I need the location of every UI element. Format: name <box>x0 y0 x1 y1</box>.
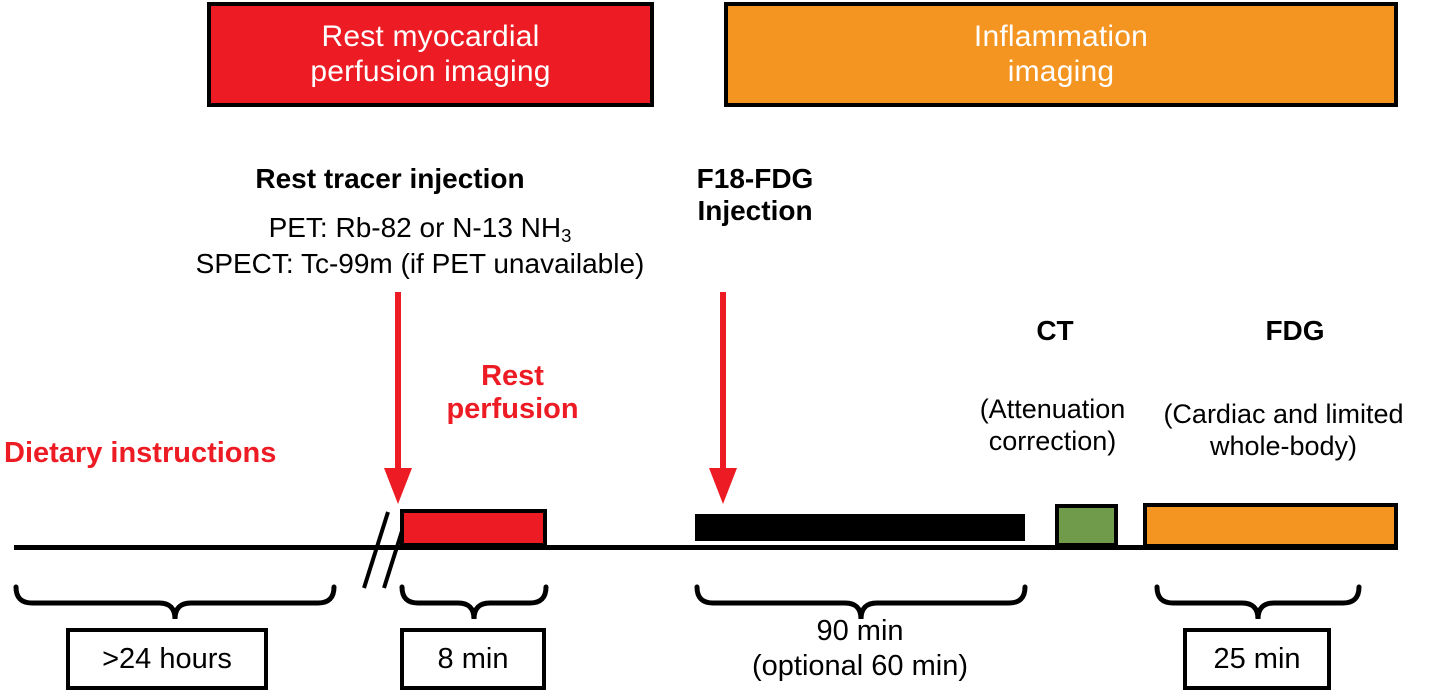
rest-perfusion-line2: perfusion <box>446 393 579 426</box>
brace-rest-perfusion-icon <box>399 584 549 620</box>
rest-tracer-injection-arrow-icon <box>384 292 412 504</box>
fdg-subtitle-line1: (Cardiac and limited <box>1163 399 1404 429</box>
phase-banner-rest-myocardial-perfusion: Rest myocardial perfusion imaging <box>207 2 654 107</box>
dietary-instructions-label: Dietary instructions <box>4 437 277 469</box>
rest-tracer-pet-line: PET: Rb-82 or N-13 NH3 <box>150 211 690 247</box>
rest-tracer-pet-text: PET: Rb-82 or N-13 NH <box>268 212 562 243</box>
ct-subtitle: (Attenuation correction) <box>925 393 1180 458</box>
fdg-injection-line1: F18-FDG <box>696 163 814 194</box>
phase-banner-rest-line2: perfusion imaging <box>310 54 551 88</box>
brace-fdg-scan-icon <box>1154 584 1362 620</box>
duration-text-fdg-uptake: 90 min (optional 60 min) <box>700 614 1020 684</box>
fdg-injection-title: F18-FDG Injection <box>640 163 870 228</box>
axis-break-icon <box>362 511 410 589</box>
rest-tracer-detail: PET: Rb-82 or N-13 NH3 SPECT: Tc-99m (if… <box>150 211 690 281</box>
brace-dietary-icon <box>13 584 337 620</box>
phase-banner-inflammation-text: Inflammation imaging <box>974 20 1148 90</box>
ct-title: CT <box>1036 315 1074 346</box>
phase-banner-rest-text: Rest myocardial perfusion imaging <box>310 20 550 90</box>
timeline-bar-rest-perfusion <box>400 509 547 547</box>
rest-tracer-spect-line: SPECT: Tc-99m (if PET unavailable) <box>195 248 645 280</box>
rest-tracer-pet-subscript: 3 <box>561 225 572 247</box>
timeline-bar-fdg-uptake <box>695 514 1025 541</box>
phase-banner-inflammation-imaging: Inflammation imaging <box>724 2 1398 107</box>
duration-box-dietary: >24 hours <box>66 628 268 690</box>
timeline-bar-fdg-scan <box>1143 503 1398 548</box>
fdg-injection-line2: Injection <box>697 195 813 227</box>
brace-fdg-uptake-icon <box>694 584 1028 620</box>
rest-perfusion-label: Rest perfusion <box>425 360 600 426</box>
fdg-subtitle-line2: whole-body) <box>1209 431 1358 462</box>
ct-subtitle-line2: correction) <box>988 426 1117 457</box>
rest-tracer-injection-title: Rest tracer injection <box>255 163 525 194</box>
timeline-bar-ct <box>1055 504 1118 547</box>
duration-box-rest-perfusion: 8 min <box>400 628 546 690</box>
phase-banner-rest-line1: Rest myocardial <box>321 19 540 53</box>
fdg-subtitle: (Cardiac and limited whole-body) <box>1128 398 1439 463</box>
fdg-title: FDG <box>1265 315 1325 346</box>
phase-banner-inflammation-line1: Inflammation <box>973 19 1149 53</box>
duration-box-fdg-scan: 25 min <box>1183 628 1331 690</box>
duration-uptake-line1: 90 min <box>816 615 904 647</box>
ct-subtitle-line1: (Attenuation <box>979 394 1126 424</box>
duration-uptake-line2: (optional 60 min) <box>752 649 968 682</box>
phase-banner-inflammation-line2: imaging <box>1007 54 1115 88</box>
rest-perfusion-line1: Rest <box>481 360 544 392</box>
fdg-injection-arrow-icon <box>709 292 737 504</box>
timeline-axis <box>14 545 1398 550</box>
